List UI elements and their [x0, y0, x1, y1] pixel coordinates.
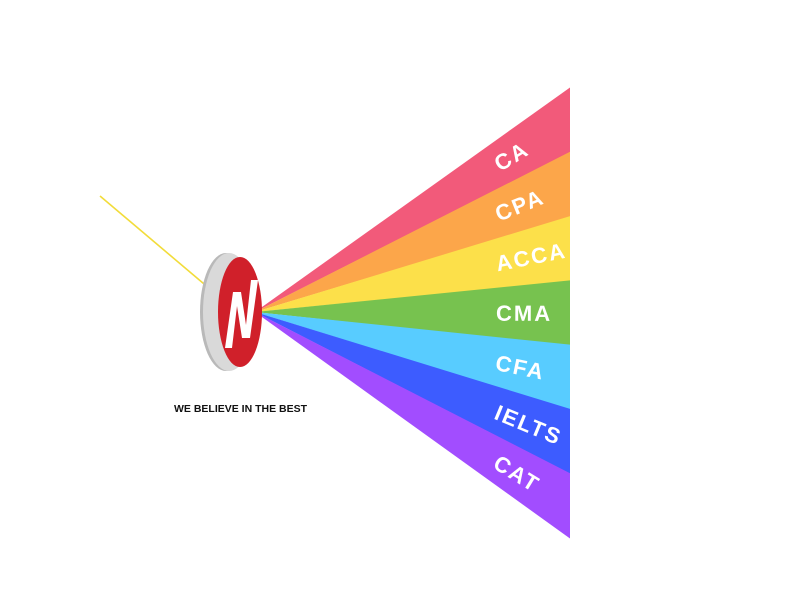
light-beam [99, 195, 211, 290]
spectrum-band-cat [255, 312, 570, 539]
spectrum-bands [255, 87, 570, 539]
spectrum-band-ca [255, 87, 570, 312]
logo [200, 253, 262, 371]
spectrum-label-cma: CMA [496, 301, 552, 326]
spectrum-band-cma [255, 280, 570, 346]
n-logo-icon [225, 280, 258, 348]
spectrum-band-acca [255, 216, 570, 312]
tagline: WE BELIEVE IN THE BEST [174, 403, 308, 415]
spectrum-band-cpa [255, 151, 570, 312]
